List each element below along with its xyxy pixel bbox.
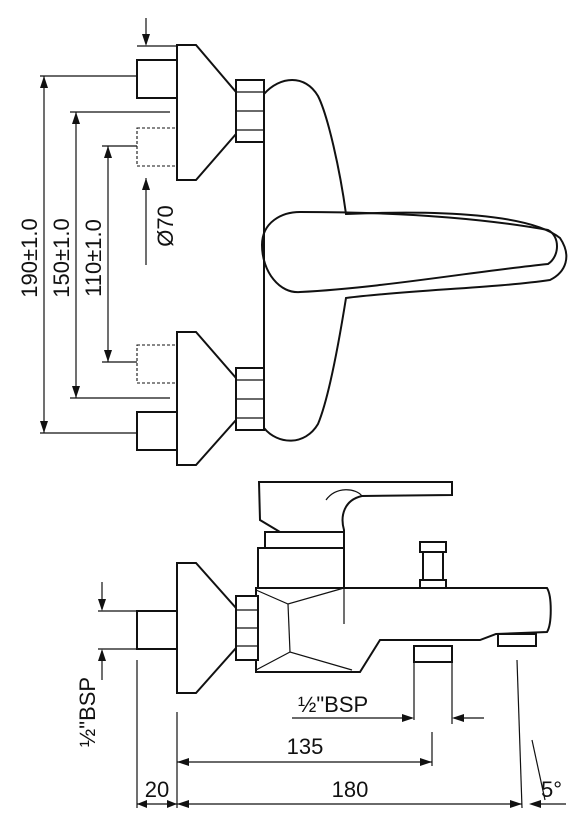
lower-inlet-nipple [136,411,178,451]
lower-hidden-connector [136,344,178,384]
top-view [136,44,568,466]
dim-label-190: 190±1.0 [17,218,42,297]
dim-lines-side [98,582,566,809]
escutcheon-side [176,562,237,694]
mixer-body-side [255,587,552,673]
spout-aerator [497,633,537,647]
dim-label-angle: 5° [541,777,562,802]
lever-outline-top [260,210,558,294]
diverter-knob [419,541,447,553]
dim-label-135: 135 [287,734,324,759]
dim-label-180: 180 [332,777,369,802]
cartridge-body [257,547,345,589]
lower-escutcheon [176,331,237,466]
cartridge-cap [264,531,345,549]
upper-inlet-nipple [136,59,178,99]
dim-label-150: 150±1.0 [49,218,74,297]
lever-side [257,481,453,533]
dim-label-diameter: Ø70 [153,205,178,247]
upper-escutcheon [176,44,237,181]
dim-label-bsp-outlet: ½"BSP [298,692,368,717]
inlet-nipple-side [136,610,178,650]
shower-outlet [413,645,453,663]
dim-lines-top [40,18,177,434]
dim-label-20: 20 [145,777,169,802]
side-view [136,481,552,694]
dim-label-bsp-left: ½"BSP [75,677,100,747]
mixer-body-top [263,79,568,442]
dim-label-110: 110±1.0 [81,219,106,297]
upper-hidden-connector [136,127,178,167]
